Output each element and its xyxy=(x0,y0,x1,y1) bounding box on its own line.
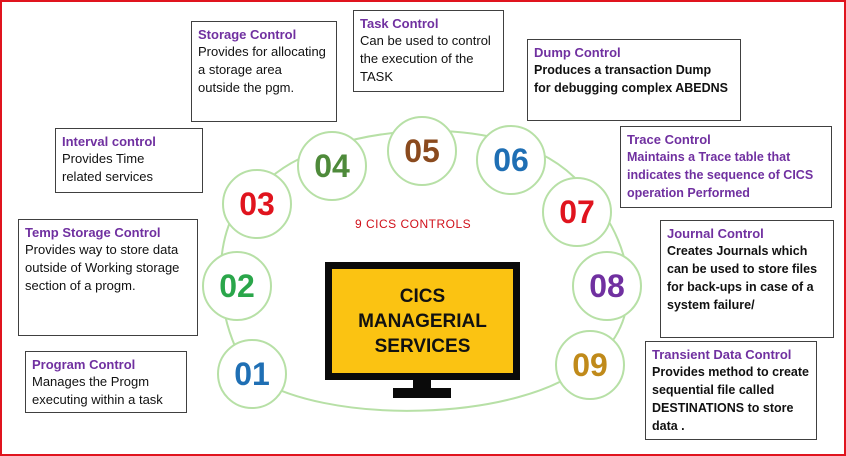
box-program-control-text: Manages the Progm executing within a tas… xyxy=(32,374,163,407)
circle-09-label: 09 xyxy=(572,346,608,383)
circle-04-label: 04 xyxy=(314,147,350,184)
circle-01-label: 01 xyxy=(234,355,270,392)
box-journal-control-text: Creates Journals which can be used to st… xyxy=(667,244,818,312)
monitor-line-3: SERVICES xyxy=(374,335,471,357)
monitor-neck xyxy=(413,378,431,390)
circle-03-label: 03 xyxy=(239,185,275,222)
box-journal-control: Journal Control Creates Journals which c… xyxy=(660,220,834,338)
monitor-line-2: MANAGERIAL xyxy=(358,310,487,332)
circle-03: 03 xyxy=(222,169,292,239)
box-interval-control: Interval control Provides Time related s… xyxy=(55,128,203,193)
box-dump-control-text: Produces a transaction Dump for debuggin… xyxy=(534,63,728,95)
box-trace-control-title: Trace Control xyxy=(627,132,711,147)
box-dump-control-title: Dump Control xyxy=(534,45,621,60)
box-temp-storage-control-title: Temp Storage Control xyxy=(25,225,161,240)
box-storage-control-text: Provides for allocating a storage area o… xyxy=(198,44,326,95)
box-transient-data-control: Transient Data Control Provides method t… xyxy=(645,341,817,440)
box-interval-control-title: Interval control xyxy=(62,134,156,149)
box-task-control-title: Task Control xyxy=(360,16,439,31)
box-trace-control-text: Maintains a Trace table that indicates t… xyxy=(627,150,814,200)
circle-08-label: 08 xyxy=(589,267,625,304)
circle-02: 02 xyxy=(202,251,272,321)
box-interval-control-text: Provides Time related services xyxy=(62,151,154,184)
monitor-base xyxy=(393,388,451,398)
monitor-graphic: CICS MANAGERIAL SERVICES xyxy=(325,262,520,402)
box-task-control-text: Can be used to control the execution of … xyxy=(360,33,491,84)
circle-07: 07 xyxy=(542,177,612,247)
circle-01: 01 xyxy=(217,339,287,409)
monitor-screen: CICS MANAGERIAL SERVICES xyxy=(325,262,520,380)
box-storage-control: Storage Control Provides for allocating … xyxy=(191,21,337,122)
circle-07-label: 07 xyxy=(559,193,595,230)
box-journal-control-title: Journal Control xyxy=(667,226,764,241)
circle-02-label: 02 xyxy=(219,267,255,304)
circle-09: 09 xyxy=(555,330,625,400)
box-trace-control: Trace Control Maintains a Trace table th… xyxy=(620,126,832,208)
circle-05: 05 xyxy=(387,116,457,186)
monitor-text: CICS MANAGERIAL SERVICES xyxy=(332,269,513,373)
circle-06: 06 xyxy=(476,125,546,195)
circle-08: 08 xyxy=(572,251,642,321)
monitor-line-1: CICS xyxy=(399,285,446,307)
box-temp-storage-control: Temp Storage Control Provides way to sto… xyxy=(18,219,198,336)
box-transient-data-control-text: Provides method to create sequential fil… xyxy=(652,365,809,433)
box-transient-data-control-title: Transient Data Control xyxy=(652,347,792,362)
box-temp-storage-control-text: Provides way to store data outside of Wo… xyxy=(25,242,180,293)
box-storage-control-title: Storage Control xyxy=(198,27,297,42)
center-label: 9 CICS CONTROLS xyxy=(355,217,472,231)
circle-05-label: 05 xyxy=(404,132,440,169)
box-program-control-title: Program Control xyxy=(32,357,136,372)
circle-04: 04 xyxy=(297,131,367,201)
box-task-control: Task Control Can be used to control the … xyxy=(353,10,504,92)
circle-06-label: 06 xyxy=(493,141,529,178)
box-program-control: Program Control Manages the Progm execut… xyxy=(25,351,187,413)
box-dump-control: Dump Control Produces a transaction Dump… xyxy=(527,39,741,121)
